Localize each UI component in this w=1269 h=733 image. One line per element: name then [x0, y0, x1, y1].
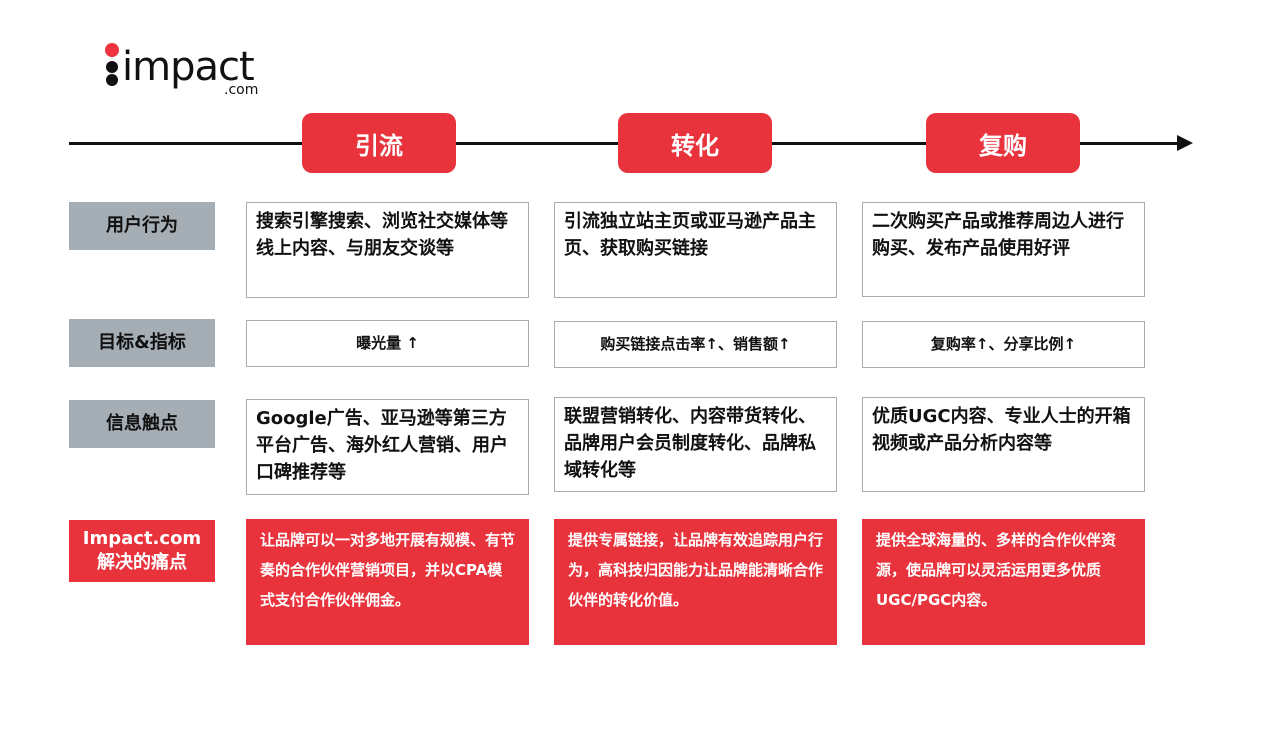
cell-pain-points-conversion: 提供专属链接，让品牌有效追踪用户行为，高科技归因能力让品牌能清晰合作伙伴的转化价…: [554, 519, 837, 645]
cell-touchpoints-conversion: 联盟营销转化、内容带货转化、品牌用户会员制度转化、品牌私域转化等: [554, 397, 837, 492]
cell-pain-points-repurchase: 提供全球海量的、多样的合作伙伴资源，使品牌可以灵活运用更多优质UGC/PGC内容…: [862, 519, 1145, 645]
logo-suffix: .com: [224, 82, 259, 98]
cell-goals-repurchase: 复购率↑、分享比例↑: [862, 321, 1145, 368]
row-label-pain-points: Impact.com 解决的痛点: [69, 520, 215, 582]
stage-traffic: 引流: [302, 113, 456, 173]
cell-goals-traffic: 曝光量 ↑: [246, 320, 529, 367]
logo-dot: [106, 61, 118, 73]
logo-accent-dot: [105, 43, 119, 57]
cell-goals-conversion: 购买链接点击率↑、销售额↑: [554, 321, 837, 368]
stage-conversion: 转化: [618, 113, 772, 173]
stage-repurchase: 复购: [926, 113, 1080, 173]
logo-dot: [106, 74, 118, 86]
cell-user-behavior-repurchase: 二次购买产品或推荐周边人进行购买、发布产品使用好评: [862, 202, 1145, 297]
logo-wordmark: impact: [122, 44, 255, 90]
cell-pain-points-traffic: 让品牌可以一对多地开展有规模、有节奏的合作伙伴营销项目，并以CPA模式支付合作伙…: [246, 519, 529, 645]
row-label-user-behavior: 用户行为: [69, 202, 215, 250]
row-label-pain-points-line1: Impact.com: [82, 528, 202, 549]
cell-user-behavior-conversion: 引流独立站主页或亚马逊产品主页、获取购买链接: [554, 202, 837, 298]
row-label-pain-points-line2: 解决的痛点: [97, 552, 187, 573]
cell-user-behavior-traffic: 搜索引擎搜索、浏览社交媒体等线上内容、与朋友交谈等: [246, 202, 529, 298]
timeline-arrow-icon: [1177, 135, 1193, 151]
row-label-touchpoints: 信息触点: [69, 400, 215, 448]
cell-touchpoints-traffic: Google广告、亚马逊等第三方平台广告、海外红人营销、用户口碑推荐等: [246, 399, 529, 495]
impact-logo: impact .com: [102, 40, 272, 102]
row-label-goals-metrics: 目标&指标: [69, 319, 215, 367]
cell-touchpoints-repurchase: 优质UGC内容、专业人士的开箱视频或产品分析内容等: [862, 397, 1145, 492]
